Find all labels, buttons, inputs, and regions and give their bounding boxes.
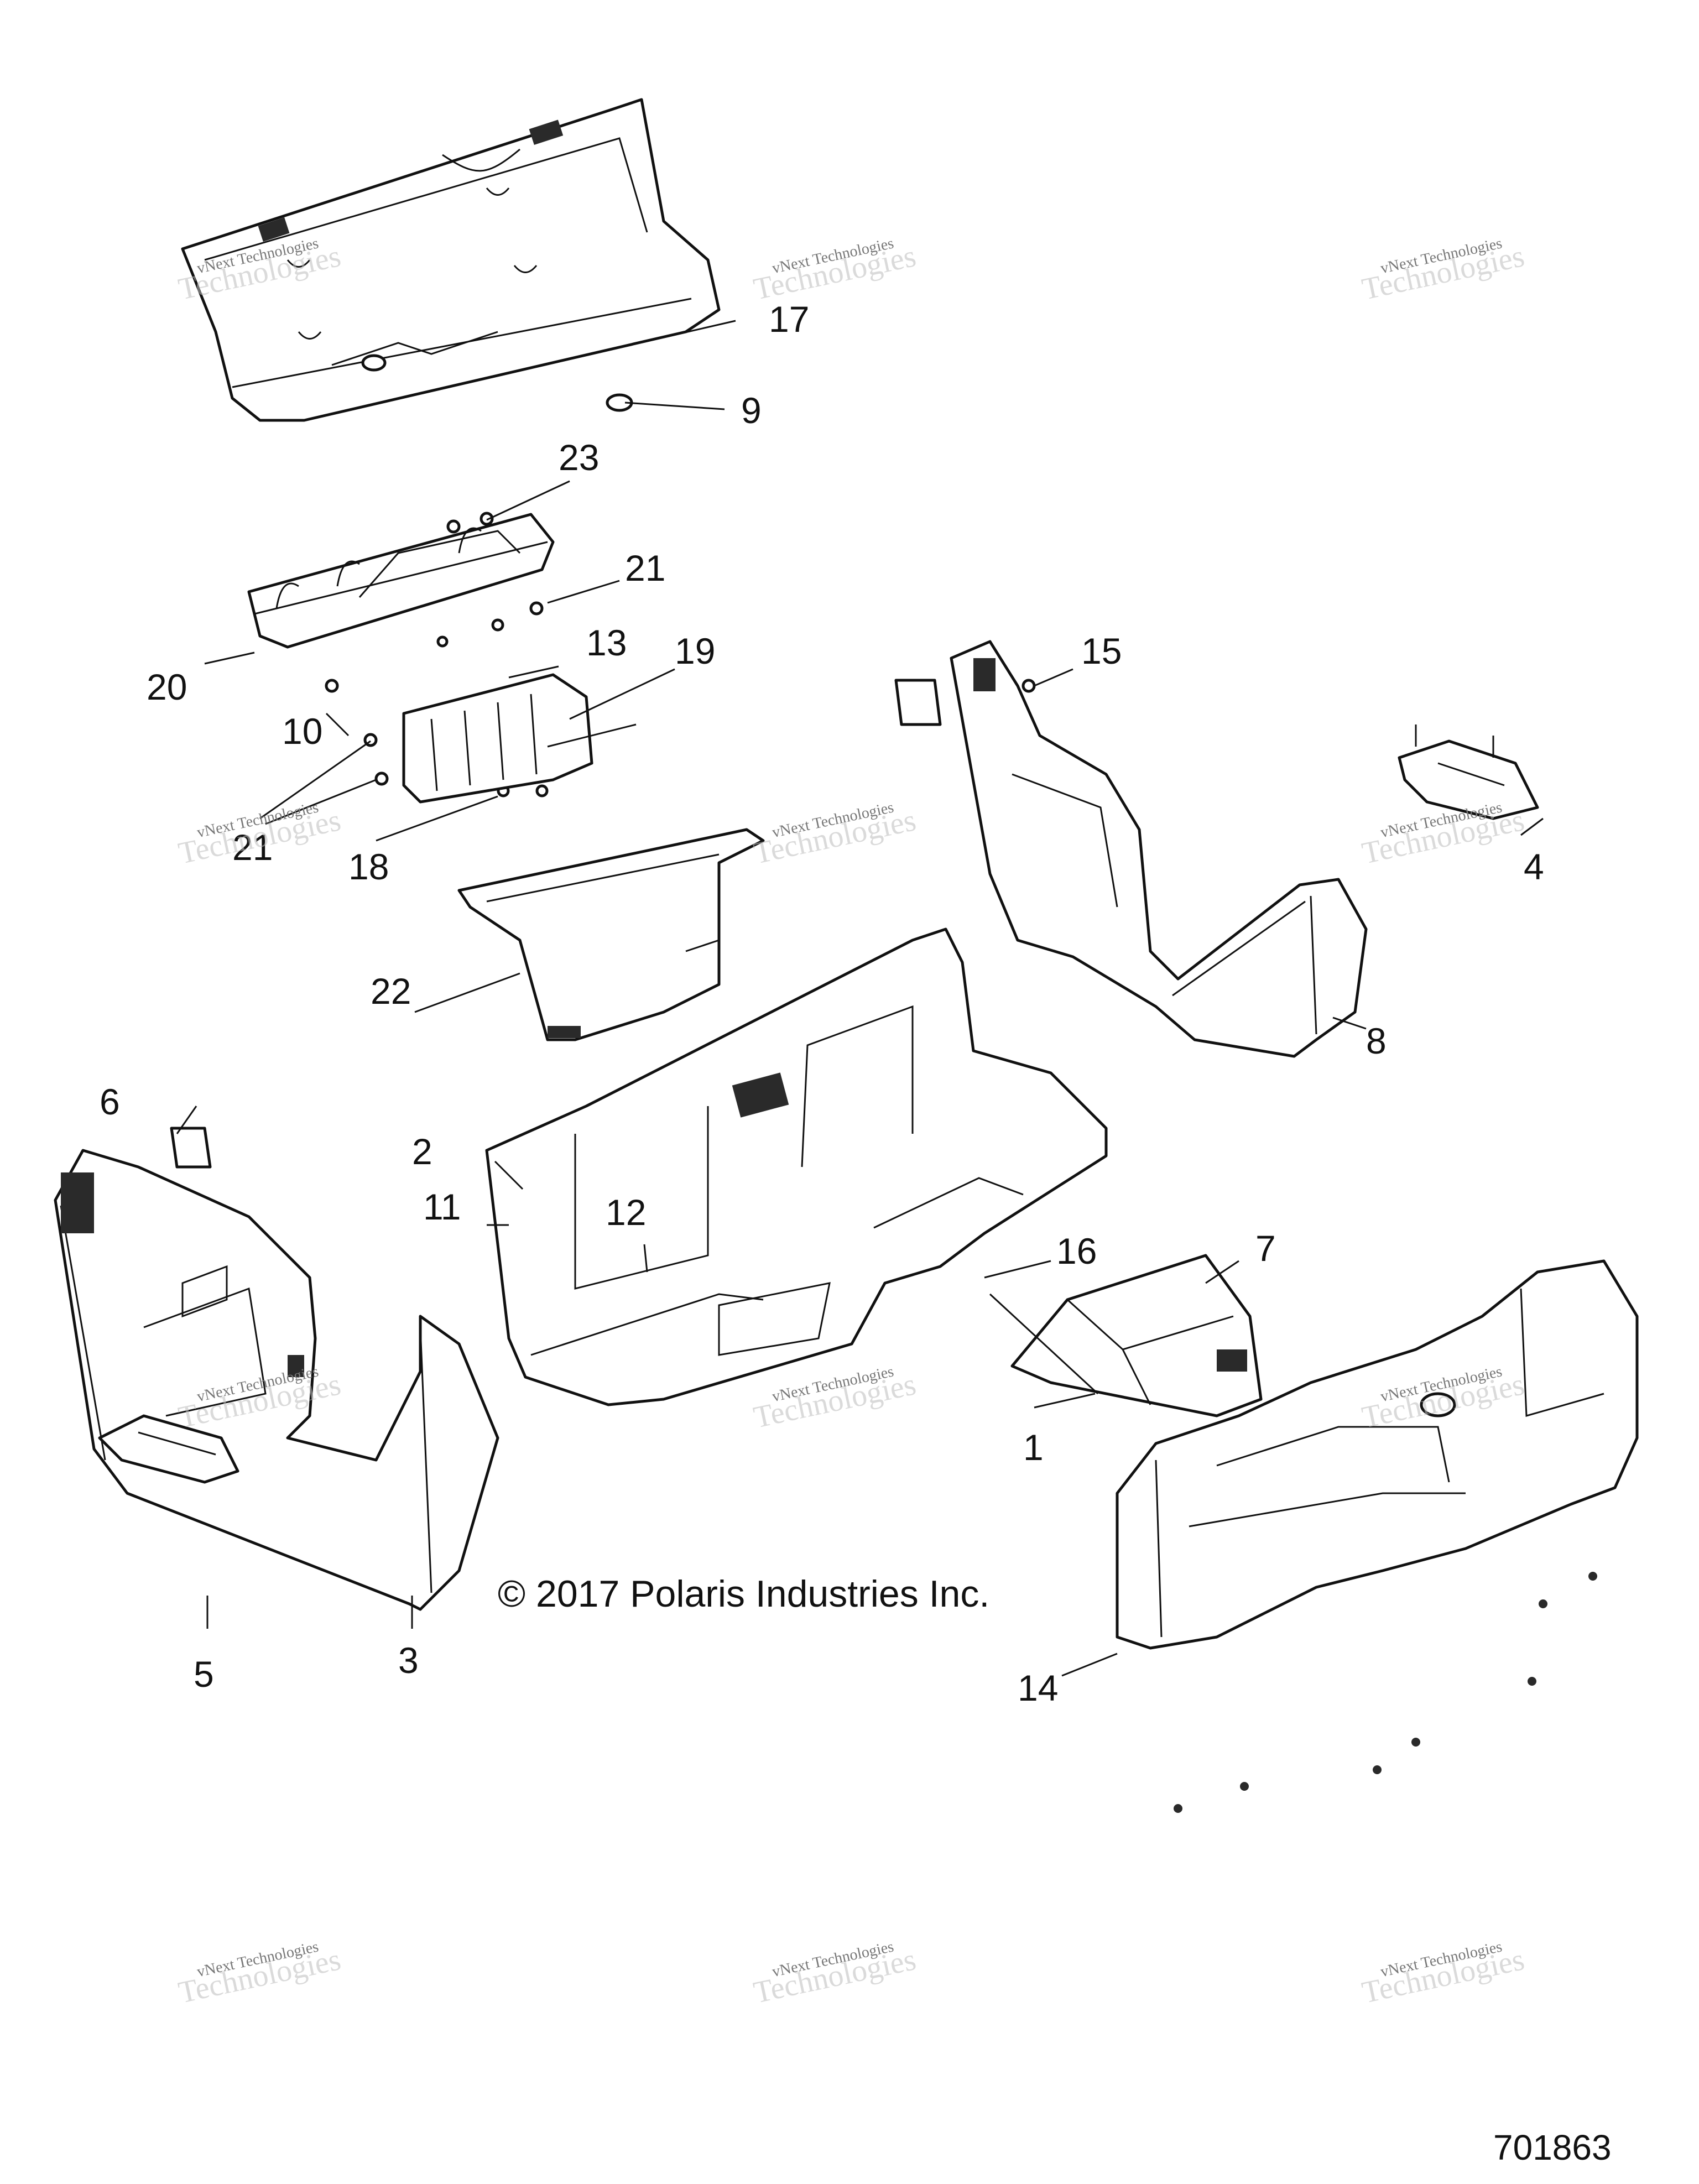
callout-9: 9: [741, 390, 762, 431]
callout-15: 15: [1081, 630, 1122, 671]
part-14-front-floor: [1116, 1259, 1639, 1650]
callout-23: 23: [559, 437, 599, 478]
callout-7: 7: [1255, 1228, 1276, 1269]
callout-3: 3: [398, 1640, 419, 1681]
part-8-right-side-panel: [950, 640, 1368, 1058]
callout-17: 17: [769, 299, 809, 340]
figure-number: 701863: [1493, 2128, 1612, 2167]
part-17-rear-panel: [181, 98, 721, 422]
callout-12: 12: [606, 1192, 646, 1233]
part-22-storage-bin: [457, 828, 765, 1041]
callout-1: 1: [1023, 1427, 1044, 1468]
copyright-text: © 2017 Polaris Industries Inc.: [498, 1573, 989, 1615]
callout-21-lower: 21: [232, 827, 273, 868]
part-3-left-side-panel: [54, 1149, 499, 1611]
part-2-floor-panel: [485, 927, 1108, 1406]
callout-16: 16: [1056, 1231, 1097, 1271]
callout-22: 22: [371, 971, 411, 1012]
callout-19: 19: [675, 630, 715, 671]
callout-8: 8: [1366, 1020, 1387, 1061]
part-19-cover: [402, 673, 593, 804]
callout-11: 11: [423, 1186, 461, 1227]
callout-4: 4: [1524, 846, 1544, 887]
callout-18: 18: [348, 846, 389, 887]
callout-5: 5: [194, 1654, 214, 1695]
callout-20: 20: [147, 666, 187, 707]
callout-10: 10: [282, 711, 322, 752]
callout-14: 14: [1018, 1667, 1058, 1708]
callout-labels: 1 2 3 4 5 6 7 8 9 10 11 12 13 14 15 16 1…: [100, 299, 1544, 1708]
callout-2: 2: [412, 1131, 432, 1172]
part-5-footrest: [98, 1414, 239, 1484]
callout-13: 13: [586, 622, 627, 663]
part-15-screw: [1022, 679, 1036, 693]
callout-21-upper: 21: [625, 548, 665, 588]
part-14-clips: [1174, 1572, 1597, 1813]
part-20-bracket: [247, 513, 555, 649]
part-1-seat-base: [1010, 1254, 1263, 1417]
callout-6: 6: [100, 1081, 120, 1122]
part-4-footrest: [1398, 724, 1539, 820]
leader-lines: [176, 320, 1544, 1677]
part-6-plate: [170, 679, 942, 1169]
